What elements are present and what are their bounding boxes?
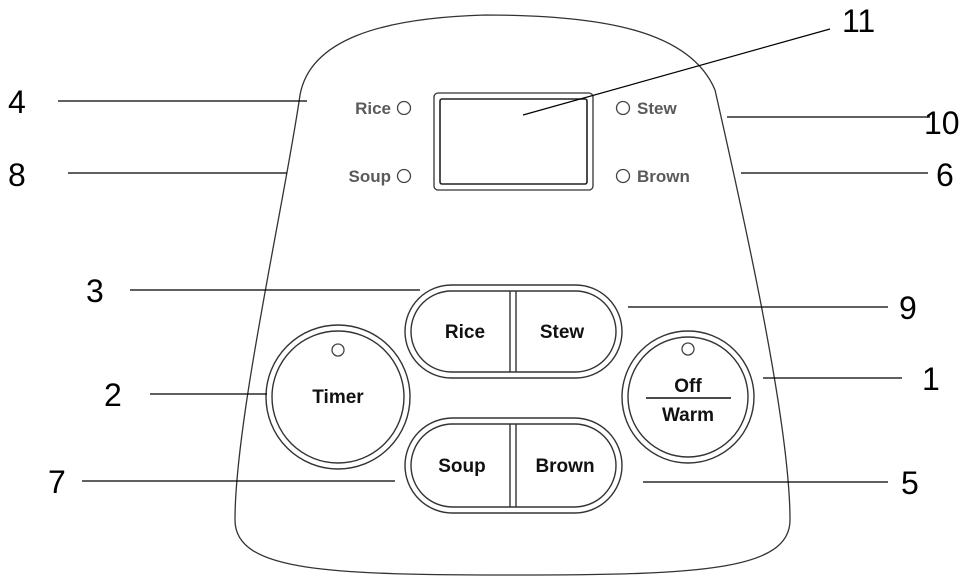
callout-11: 11 <box>842 3 875 39</box>
callout-8: 8 <box>8 157 26 193</box>
callout-10: 10 <box>924 105 960 141</box>
brown-button-label: Brown <box>535 456 594 477</box>
callout-4: 4 <box>8 84 26 120</box>
callout-9: 9 <box>899 290 917 326</box>
soup-button-label: Soup <box>438 456 486 477</box>
callout-3: 3 <box>86 273 104 309</box>
indicator-label-rice: Rice <box>355 99 391 118</box>
display-window <box>433 92 594 191</box>
off-warm-led-icon <box>681 342 695 356</box>
warm-button-label: Warm <box>662 405 714 426</box>
indicator-label-stew: Stew <box>637 99 677 118</box>
callout-7: 7 <box>48 464 66 500</box>
rice-button-label: Rice <box>445 322 485 343</box>
callout-1: 1 <box>922 361 940 397</box>
stew-led-icon <box>615 100 631 116</box>
rice-led-icon <box>396 100 412 116</box>
leader-line-11 <box>522 28 831 116</box>
brown-led-icon <box>615 168 631 184</box>
off-warm-button[interactable] <box>627 336 749 458</box>
off-button-label: Off <box>674 376 702 397</box>
stew-button-label: Stew <box>540 322 585 343</box>
display-window-inner <box>439 98 588 185</box>
timer-button-label: Timer <box>312 387 364 408</box>
callout-2: 2 <box>104 377 122 413</box>
indicator-label-brown: Brown <box>637 167 690 186</box>
indicator-label-soup: Soup <box>349 167 392 186</box>
rice-stew-button-group <box>404 284 623 379</box>
soup-brown-button-group <box>404 417 623 514</box>
timer-button[interactable] <box>271 330 405 464</box>
timer-led-icon <box>331 343 345 357</box>
soup-led-icon <box>396 168 412 184</box>
callout-5: 5 <box>901 465 919 501</box>
callout-6: 6 <box>936 157 954 193</box>
